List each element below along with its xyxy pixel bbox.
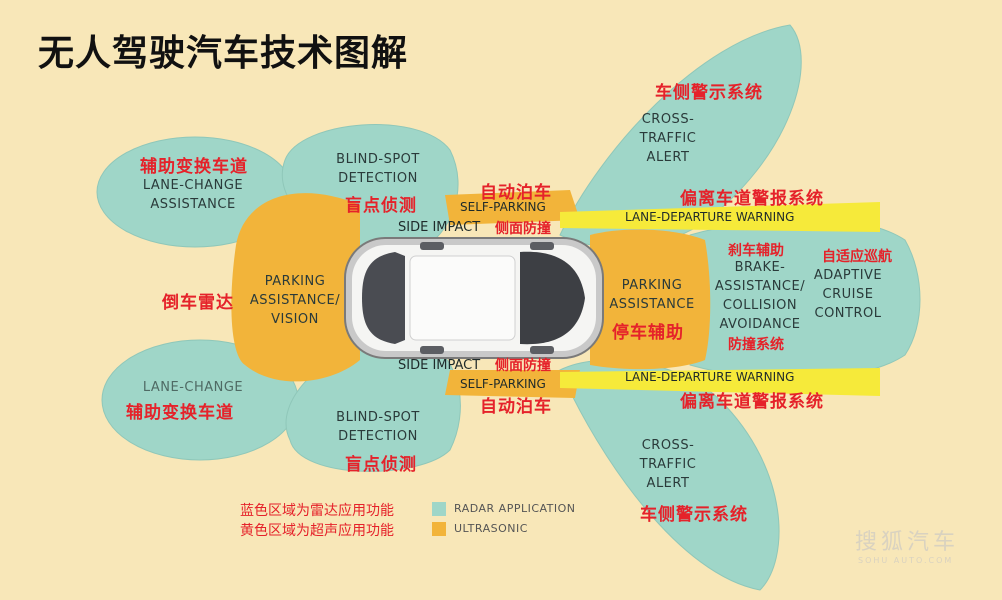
side-impact-top-en: SIDE IMPACT — [398, 220, 481, 235]
blind-spot-top-en: BLIND-SPOT DETECTION — [336, 152, 420, 186]
legend-ultrasonic-cn: 黄色区域为超声应用功能 — [240, 523, 394, 539]
blind-spot-bottom-en: BLIND-SPOT DETECTION — [336, 410, 420, 444]
lane-departure-bottom-en: LANE-DEPARTURE WARNING — [625, 370, 795, 384]
front-parking-zone — [590, 229, 711, 370]
lane-departure-top-cn: 偏离车道警报系统 — [680, 189, 824, 209]
legend-ultrasonic-swatch — [432, 522, 446, 536]
legend-radar-swatch — [432, 502, 446, 516]
legend-ultrasonic-en: ULTRASONIC — [454, 522, 528, 535]
self-parking-top-cn: 自动泊车 — [480, 183, 552, 203]
lane-departure-top-en: LANE-DEPARTURE WARNING — [625, 210, 795, 224]
rear-parking-zone — [231, 193, 360, 382]
legend-radar-en: RADAR APPLICATION — [454, 502, 576, 515]
side-impact-top-cn: 侧面防撞 — [495, 221, 551, 237]
side-impact-bottom-cn: 侧面防撞 — [495, 358, 551, 374]
page-title: 无人驾驶汽车技术图解 — [38, 33, 409, 74]
self-parking-zone-top — [445, 190, 580, 225]
parking-rear-cn: 倒车雷达 — [162, 293, 234, 313]
lane-change-bottom-cn: 辅助变换车道 — [126, 403, 234, 423]
cross-traffic-bottom-cn: 车侧警示系统 — [640, 505, 748, 525]
parking-front-en: PARKING ASSISTANCE — [609, 278, 695, 312]
cross-traffic-top-en: CROSS- TRAFFIC ALERT — [639, 112, 697, 165]
cross-traffic-bottom-en: CROSS- TRAFFIC ALERT — [639, 438, 697, 491]
parking-front-cn: 停车辅助 — [612, 323, 684, 343]
lane-change-bottom-en: LANE-CHANGE — [142, 380, 244, 395]
parking-rear-en: PARKING ASSISTANCE/ VISION — [249, 274, 341, 327]
lane-change-top-en: LANE-CHANGE ASSISTANCE — [142, 178, 244, 212]
brake-assist-en: BRAKE- ASSISTANCE/ COLLISION AVOIDANCE — [714, 260, 806, 332]
adaptive-cruise-cn: 自适应巡航 — [822, 249, 892, 265]
watermark-logo: 搜狐汽车 — [855, 530, 960, 555]
legend-radar-cn: 蓝色区域为雷达应用功能 — [240, 503, 394, 519]
self-parking-zone-bottom — [445, 370, 580, 398]
car-illustration — [344, 237, 604, 359]
watermark-subtext: SOHU AUTO.COM — [858, 556, 954, 565]
self-parking-bottom-cn: 自动泊车 — [480, 397, 552, 417]
blind-spot-bottom-cn: 盲点侦测 — [345, 455, 417, 475]
self-parking-top-en: SELF-PARKING — [460, 200, 546, 214]
brake-assist-cn-bottom: 防撞系统 — [728, 337, 784, 353]
blind-spot-top-cn: 盲点侦测 — [345, 196, 417, 216]
side-impact-bottom-en: SIDE IMPACT — [398, 358, 481, 373]
lane-departure-band-top — [560, 202, 880, 232]
lane-change-top-cn: 辅助变换车道 — [140, 157, 248, 177]
brake-assist-cn-top: 刹车辅助 — [728, 243, 784, 259]
adaptive-cruise-en: ADAPTIVE CRUISE CONTROL — [813, 268, 883, 321]
lane-departure-band-bottom — [560, 368, 880, 396]
self-parking-bottom-en: SELF-PARKING — [460, 377, 546, 391]
cross-traffic-top-cn: 车侧警示系统 — [655, 83, 763, 103]
lane-departure-bottom-cn: 偏离车道警报系统 — [680, 392, 824, 412]
